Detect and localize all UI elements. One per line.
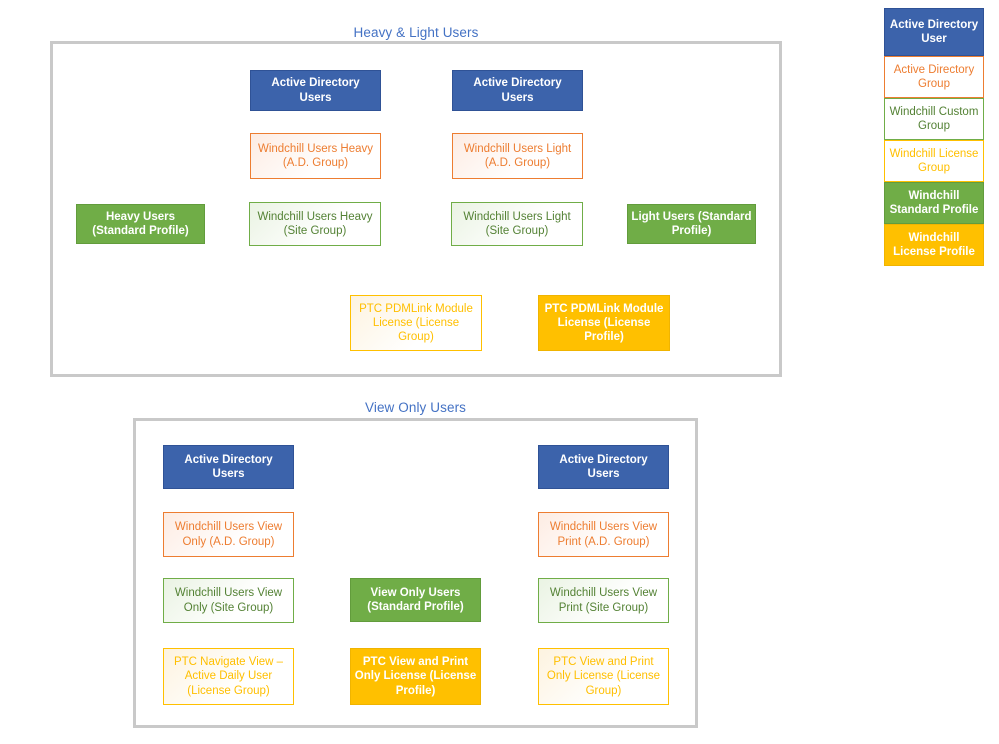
section-title-view-only: View Only Users xyxy=(364,400,467,415)
node-ad-group-view-print[interactable]: Windchill Users View Print (A.D. Group) xyxy=(538,512,669,557)
node-ad-users-view-print[interactable]: Active Directory Users xyxy=(538,445,669,489)
legend-item-license-group: Windchill License Group xyxy=(884,140,984,182)
node-ad-users-view-only[interactable]: Active Directory Users xyxy=(163,445,294,489)
node-site-group-view-print[interactable]: Windchill Users View Print (Site Group) xyxy=(538,578,669,623)
legend-item-license-profile: Windchill License Profile xyxy=(884,224,984,266)
node-profile-light-users[interactable]: Light Users (Standard Profile) xyxy=(627,204,756,244)
node-ad-group-view-only[interactable]: Windchill Users View Only (A.D. Group) xyxy=(163,512,294,557)
section-title-heavy-light: Heavy & Light Users xyxy=(353,25,479,40)
legend-item-ad-group: Active Directory Group xyxy=(884,56,984,98)
node-ad-group-heavy[interactable]: Windchill Users Heavy (A.D. Group) xyxy=(250,133,381,179)
node-site-group-light[interactable]: Windchill Users Light (Site Group) xyxy=(451,202,583,246)
node-license-group-navigate-view[interactable]: PTC Navigate View – Active Daily User (L… xyxy=(163,648,294,705)
node-ad-users-heavy[interactable]: Active Directory Users xyxy=(250,70,381,111)
node-license-profile-view-print[interactable]: PTC View and Print Only License (License… xyxy=(350,648,481,705)
legend: Active Directory User Active Directory G… xyxy=(884,8,984,266)
node-site-group-view-only[interactable]: Windchill Users View Only (Site Group) xyxy=(163,578,294,623)
node-license-profile-pdmlink[interactable]: PTC PDMLink Module License (License Prof… xyxy=(538,295,670,351)
node-license-group-view-print[interactable]: PTC View and Print Only License (License… xyxy=(538,648,669,705)
legend-item-standard-profile: Windchill Standard Profile xyxy=(884,182,984,224)
node-profile-heavy-users[interactable]: Heavy Users (Standard Profile) xyxy=(76,204,205,244)
node-profile-view-only-users[interactable]: View Only Users (Standard Profile) xyxy=(350,578,481,622)
legend-item-ad-user: Active Directory User xyxy=(884,8,984,56)
node-ad-users-light[interactable]: Active Directory Users xyxy=(452,70,583,111)
node-ad-group-light[interactable]: Windchill Users Light (A.D. Group) xyxy=(452,133,583,179)
node-site-group-heavy[interactable]: Windchill Users Heavy (Site Group) xyxy=(249,202,381,246)
node-license-group-pdmlink[interactable]: PTC PDMLink Module License (License Grou… xyxy=(350,295,482,351)
legend-item-custom-group: Windchill Custom Group xyxy=(884,98,984,140)
